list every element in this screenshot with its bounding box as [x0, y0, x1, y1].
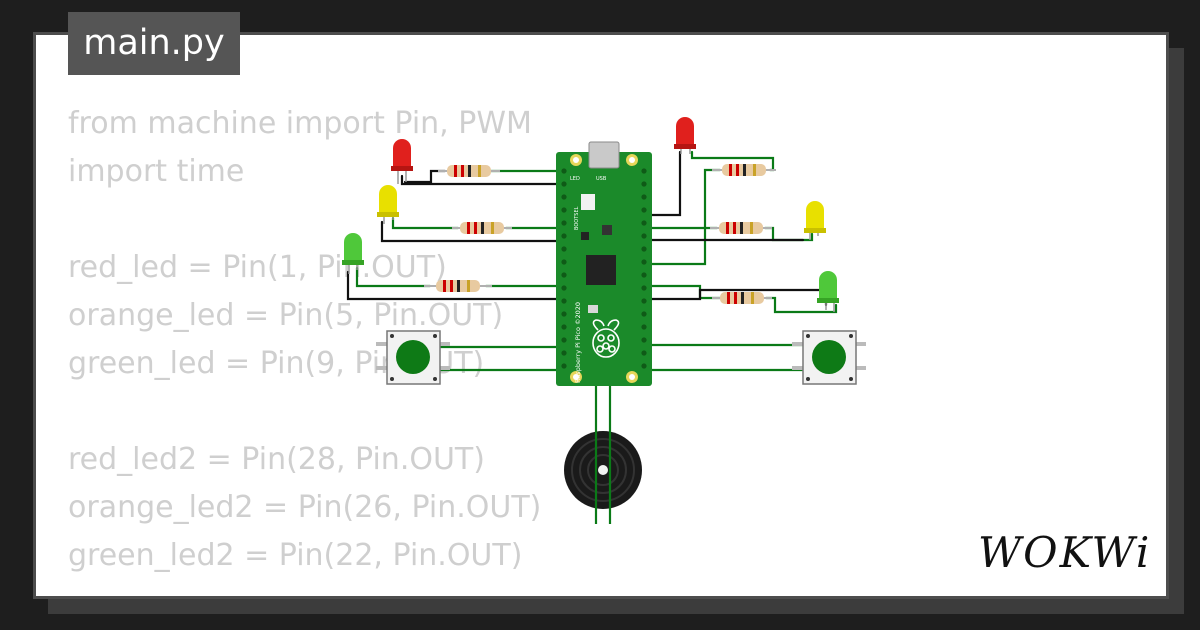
- usb-connector-icon: [588, 141, 620, 169]
- wire: [346, 270, 560, 301]
- wire: [355, 266, 432, 288]
- code-line: from machine import Pin, PWM: [68, 106, 532, 141]
- resistor-icon[interactable]: [424, 280, 492, 292]
- pushbutton-icon[interactable]: [792, 330, 866, 385]
- wire: [640, 150, 682, 217]
- resistor-icon[interactable]: [712, 292, 772, 304]
- resistor-icon[interactable]: [452, 222, 512, 234]
- code-line: import time: [68, 154, 245, 189]
- resistor-icon[interactable]: [710, 222, 772, 234]
- board-name-label: Raspberry Pi Pico ©2020: [574, 302, 582, 383]
- yellow-led-icon[interactable]: [804, 201, 826, 240]
- green-led-icon[interactable]: [342, 233, 364, 274]
- code-line: red_led2 = Pin(28, Pin.OUT): [68, 442, 485, 477]
- wire: [640, 284, 722, 300]
- raspberry-pi-logo-icon: [592, 319, 620, 358]
- code-line: green_led2 = Pin(22, Pin.OUT): [68, 538, 523, 573]
- wire: [403, 169, 447, 184]
- bootsel-button-icon[interactable]: [581, 194, 595, 210]
- code-line: red_led = Pin(1, Pin.OUT): [68, 250, 447, 285]
- rp2040-chip-icon: [586, 255, 616, 285]
- yellow-led-icon[interactable]: [377, 185, 399, 224]
- wire: [380, 220, 560, 243]
- code-preview: from machine import Pin, PWM import time…: [68, 100, 541, 580]
- pico-board[interactable]: USB LED BOOTSEL Raspberry Pi Pico ©2020: [556, 141, 652, 386]
- wokwi-logo: WOKWi: [978, 528, 1152, 577]
- usb-label: USB: [596, 176, 607, 182]
- green-led-icon[interactable]: [817, 271, 839, 312]
- resistor-icon[interactable]: [438, 165, 500, 177]
- wire: [391, 216, 460, 230]
- bootsel-label: BOOTSEL: [574, 206, 580, 230]
- led-label: LED: [570, 176, 580, 182]
- resistor-icon[interactable]: [712, 164, 776, 176]
- code-line: orange_led = Pin(5, Pin.OUT): [68, 298, 504, 333]
- pushbutton-icon[interactable]: [376, 330, 450, 385]
- file-tab-main-py[interactable]: main.py: [68, 12, 240, 75]
- code-line: orange_led2 = Pin(26, Pin.OUT): [68, 490, 542, 525]
- red-led-icon[interactable]: [674, 117, 696, 154]
- buzzer-icon[interactable]: [564, 431, 642, 509]
- red-led-icon[interactable]: [391, 139, 413, 184]
- wire: [400, 174, 560, 186]
